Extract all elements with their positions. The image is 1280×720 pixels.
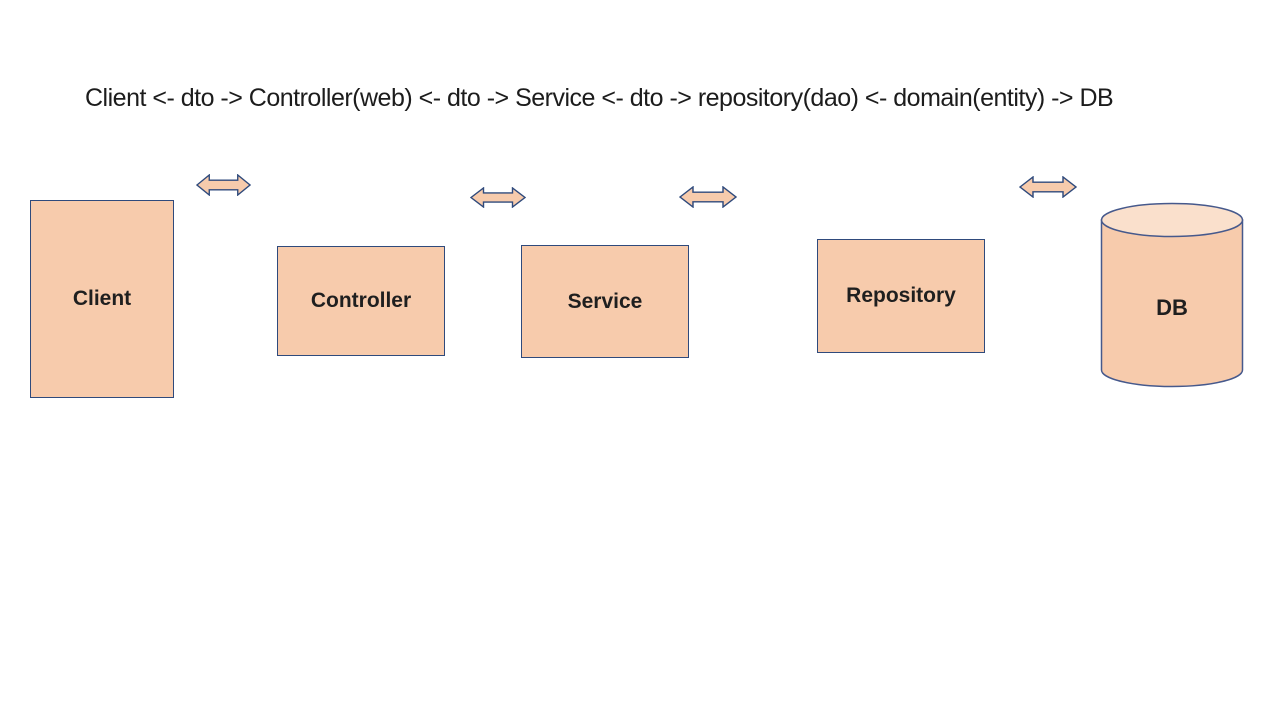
db-node-label: DB (1156, 295, 1188, 320)
double-arrow-icon-controller-service (470, 187, 526, 208)
double-arrow-icon-repository-db (1019, 176, 1077, 198)
service-node-label: Service (567, 289, 643, 313)
double-arrow-icon-service-repository (679, 186, 737, 208)
double-arrow-icon-client-controller (196, 174, 251, 196)
db-cylinder-node: DB (1100, 202, 1244, 388)
client-node-label: Client (72, 287, 132, 310)
database-cylinder-icon (1100, 202, 1244, 388)
repository-node-label: Repository (846, 284, 956, 307)
repository-node: Repository (817, 239, 985, 353)
client-node: Client (30, 200, 174, 398)
diagram-title: Client <- dto -> Controller(web) <- dto … (85, 84, 1114, 112)
service-node: Service (521, 245, 689, 358)
controller-node: Controller (277, 246, 445, 356)
controller-node-label: Controller (310, 289, 412, 312)
